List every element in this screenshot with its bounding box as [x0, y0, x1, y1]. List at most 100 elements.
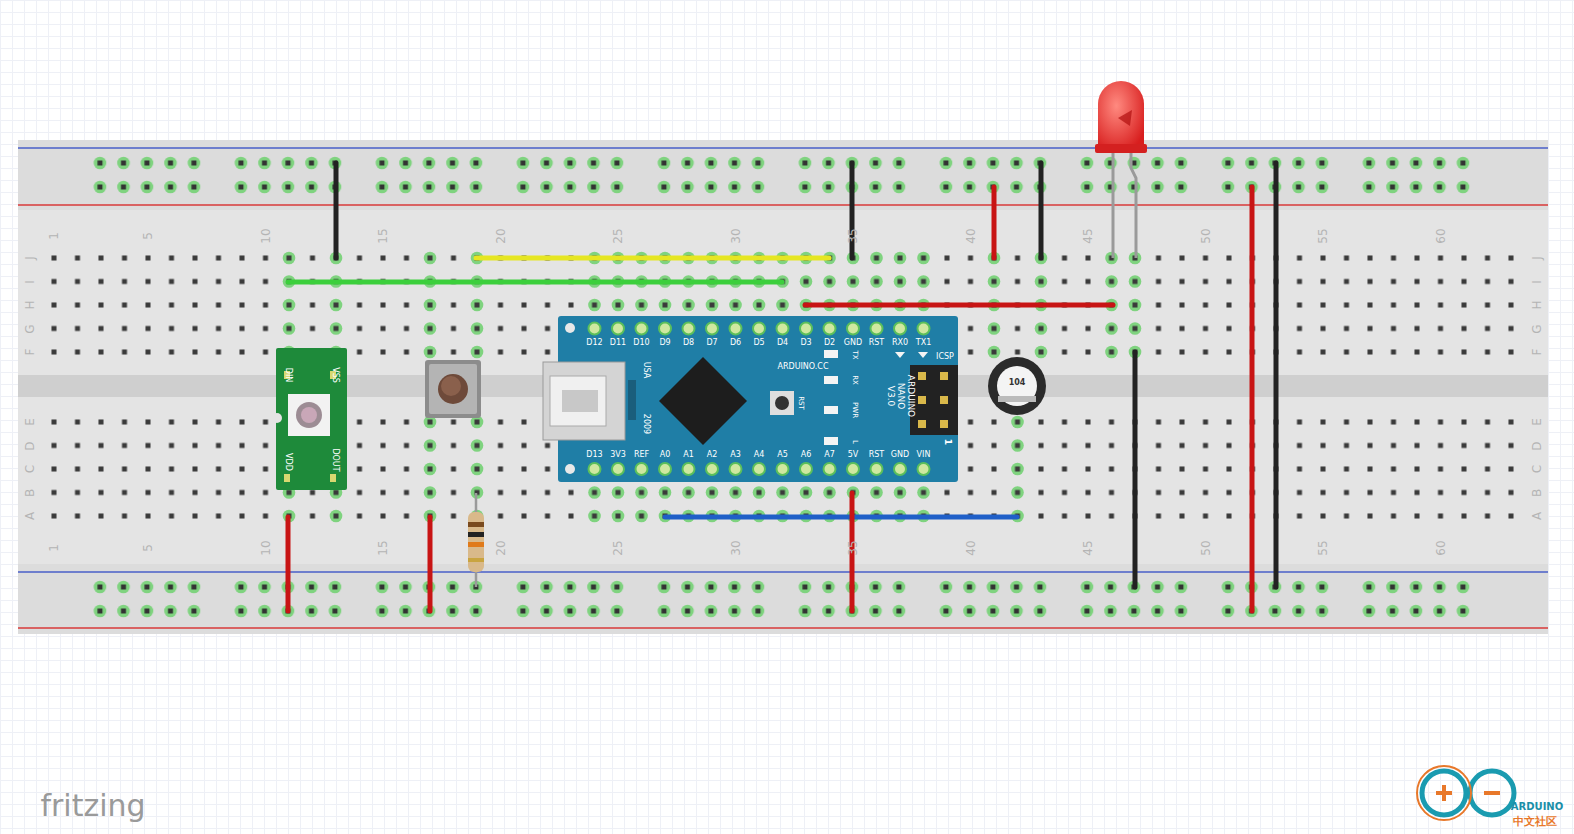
header-pin — [847, 323, 859, 335]
connected-hole — [635, 322, 648, 335]
push-button — [425, 360, 481, 418]
header-pin — [894, 323, 906, 335]
row-letter: C — [24, 465, 36, 473]
row-letter: D — [24, 441, 36, 450]
header-pin — [636, 323, 648, 335]
header-pin — [659, 463, 671, 475]
logo-text: 中文社区 — [1513, 816, 1557, 827]
row-letter: C — [1531, 465, 1543, 473]
pin-label: GND — [844, 339, 862, 347]
logo-text: ARDUINO — [1511, 802, 1563, 812]
header-pin — [894, 463, 906, 475]
connected-hole — [729, 463, 742, 476]
row-letter: B — [24, 488, 36, 496]
header-pin — [918, 463, 930, 475]
connected-hole — [706, 463, 719, 476]
header-pin — [824, 463, 836, 475]
pin-label: DIN — [284, 368, 292, 383]
pin-label: A2 — [707, 451, 718, 459]
column-number: 10 — [260, 540, 272, 555]
column-number: 5 — [142, 544, 154, 552]
column-number: 30 — [730, 228, 742, 243]
column-number: 35 — [847, 228, 859, 243]
pin-label: A5 — [777, 451, 788, 459]
pin-label: L — [851, 440, 858, 444]
connected-hole — [776, 463, 789, 476]
column-number: 30 — [730, 540, 742, 555]
column-number: 40 — [965, 228, 977, 243]
header-pin — [659, 323, 671, 335]
pin-label: A7 — [824, 451, 835, 459]
jumper-wires — [288, 163, 1276, 611]
pin-label: D9 — [659, 339, 670, 347]
pin-label: ARDUINO.CC — [777, 363, 828, 371]
pin-label: PWR — [851, 402, 858, 418]
column-number: 25 — [612, 228, 624, 243]
pin-label: D13 — [586, 451, 602, 459]
pin-label: A1 — [683, 451, 694, 459]
connected-hole — [612, 322, 625, 335]
row-letter: E — [1531, 418, 1543, 426]
connected-hole — [682, 463, 695, 476]
header-pin — [918, 323, 930, 335]
column-number: 1 — [48, 232, 60, 240]
connected-hole — [659, 322, 672, 335]
pin-label: A4 — [754, 451, 765, 459]
pin-label: VDD — [284, 453, 292, 471]
row-letter: G — [24, 324, 36, 333]
header-pin — [683, 463, 695, 475]
breadboard-body — [18, 140, 1548, 634]
header-pin — [824, 323, 836, 335]
connected-hole — [870, 463, 883, 476]
microcontroller-board: D12D11D10D9D8D7D6D5D4D3D2GNDRSTRX0TX1D13… — [558, 316, 958, 482]
header-pin — [589, 463, 601, 475]
header-pin — [612, 323, 624, 335]
column-number: 40 — [965, 540, 977, 555]
pin-label: RST — [869, 451, 885, 459]
header-pin — [871, 463, 883, 475]
column-number: 60 — [1435, 540, 1447, 555]
row-letter: J — [24, 256, 36, 260]
connected-hole — [753, 463, 766, 476]
connected-hole — [917, 322, 930, 335]
row-letter: F — [1531, 349, 1543, 356]
pin-label: RST — [869, 339, 885, 347]
header-pin — [589, 323, 601, 335]
column-number: 5 — [142, 232, 154, 240]
pin-label: VSS — [331, 367, 339, 383]
column-number: 50 — [1200, 228, 1212, 243]
connected-hole — [823, 463, 836, 476]
pin-label: D3 — [800, 339, 811, 347]
hole-grid — [42, 246, 1523, 364]
column-number: 35 — [847, 540, 859, 555]
header-pin — [800, 463, 812, 475]
row-letter: H — [1531, 300, 1543, 309]
connected-hole — [588, 463, 601, 476]
pin-label: ARDUINO NANO V3.0 — [885, 373, 915, 420]
pin-label: A0 — [660, 451, 671, 459]
header-pin — [636, 463, 648, 475]
connected-hole — [894, 463, 907, 476]
pin-label: 2009 — [642, 414, 650, 434]
resistor — [468, 493, 484, 587]
header-pin — [683, 323, 695, 335]
rail-line — [18, 147, 1548, 149]
column-number: 55 — [1317, 228, 1329, 243]
row-letter: A — [1531, 512, 1543, 520]
header-pin — [800, 323, 812, 335]
connected-hole — [776, 322, 789, 335]
header-pin — [777, 323, 789, 335]
rail-holes — [88, 575, 1498, 623]
led-module: DINVSSVDDDOUT — [276, 348, 347, 490]
pin-label: RX — [851, 375, 858, 385]
pin-label: D12 — [586, 339, 602, 347]
connected-hole — [659, 463, 672, 476]
connected-hole — [800, 463, 813, 476]
pin-label: 1 — [943, 439, 952, 445]
pin-label: D4 — [777, 339, 788, 347]
pin-label: D2 — [824, 339, 835, 347]
column-number: 55 — [1317, 540, 1329, 555]
connected-hole — [612, 463, 625, 476]
row-letter: J — [1531, 256, 1543, 260]
